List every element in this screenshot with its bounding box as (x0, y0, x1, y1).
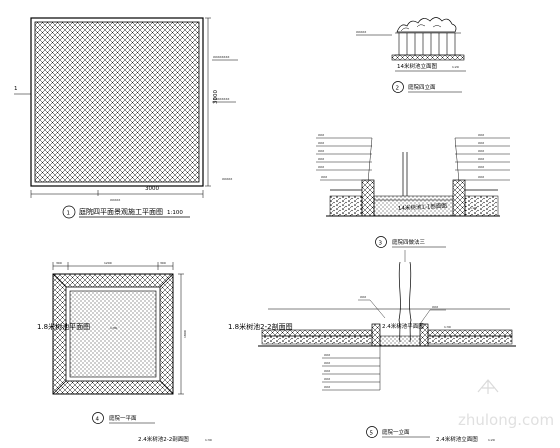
plan-4-dim-top-1: 300 (56, 261, 62, 265)
section-5-bottom-scale: 1:20 (488, 438, 495, 442)
detail-3-right-note-1: XXX (478, 133, 484, 137)
plan-1-dim-right: 3000 (213, 90, 219, 104)
plan-1-number: 1 (67, 211, 71, 217)
detail-3-left-note-3: XXX (318, 149, 324, 153)
elevation-2-title: 庭院四立面 (408, 83, 436, 91)
detail-3-right-note-3: XXX (478, 149, 484, 153)
detail-3-left-note-6: XXX (321, 175, 327, 179)
detail-3-number-circle (375, 236, 387, 248)
plan-4-dim-top-3: 300 (160, 261, 166, 265)
plan-4-bottom-scale: 1:30 (205, 438, 212, 442)
elevation-2-number-circle (392, 81, 404, 93)
plan-4-header: 1.8米树池平面图 (37, 322, 90, 331)
plan-4-header-scale: 1:30 (110, 326, 117, 330)
elevation-2-header-scale: 1:20 (452, 65, 459, 69)
section-5-header-mid: 2.4米树池平面图 (382, 322, 424, 330)
plan-4: 300 1200 300 1800 1.8米树池平面图 1:30 4 庭院一平面… (37, 261, 212, 443)
svg-text:XXX: XXX (360, 295, 366, 299)
plan-1: 1 XXXXXXXX XXXXXXXX 3000 XXXXX 3000 XXXX… (14, 17, 238, 219)
detail-3-right-note-6: XXX (478, 175, 484, 179)
section-5-note-4: XXX (324, 377, 330, 381)
section-5-scale: 1:30 (444, 325, 451, 329)
section-5-note-1: XXX (324, 353, 330, 357)
detail-3-left-note-1: XXX (318, 133, 324, 137)
watermark-logo: zhulong.com (458, 379, 554, 429)
detail-3-right-note-4: XXX (478, 157, 484, 161)
svg-text:XXX: XXX (432, 305, 438, 309)
plan-4-bottom-note: 2.4米树池2-2剖面图 (138, 435, 189, 443)
section-5-title: 庭院一立面 (382, 428, 410, 436)
detail-3: XXX XXX XXX XXX XXX XXX XXX XXX XXX XXX … (316, 133, 510, 248)
detail-3-left-note-2: XXX (318, 141, 324, 145)
plan-1-number-circle (62, 205, 76, 219)
plan-1-note-right: XXXXX (222, 177, 232, 181)
svg-text:1: 1 (14, 86, 18, 92)
svg-text:XXXXXXXX: XXXXXXXX (213, 97, 229, 101)
detail-3-header: 14米树池1-1剖面图 (398, 201, 448, 212)
detail-3-right-note-5: XXX (478, 165, 484, 169)
plan-1-title: 庭院四平面景观施工平面图 (79, 207, 163, 216)
plan-4-dim-top-2: 1200 (104, 261, 112, 265)
section-5-bottom-header: 2.4米树池立面图 (436, 435, 478, 443)
section-5-note-3: XXX (324, 369, 330, 373)
plan-1-dim-bottom: 3000 (145, 186, 159, 192)
section-5-header-left: 1.8米树池2-2剖面图 (228, 322, 293, 331)
svg-text:XXXXXXXX: XXXXXXXX (213, 55, 229, 59)
detail-3-left-note-5: XXX (318, 165, 324, 169)
section-5-note-2: XXX (324, 361, 330, 365)
plan-1-scale: 1:100 (167, 210, 183, 216)
elevation-2-header: 14米树池立面图 (397, 62, 437, 70)
plan-4-number-circle (92, 412, 104, 424)
section-5-number-circle (366, 426, 378, 438)
elevation-2-number: 2 (396, 86, 400, 92)
detail-3-right-note-2: XXX (478, 141, 484, 145)
detail-3-left-note-4: XXX (318, 157, 324, 161)
detail-3-title: 庭院四做法三 (392, 238, 426, 246)
plan-4-dim-side: 1800 (183, 330, 187, 338)
detail-3-header-scale: 1:20 (470, 206, 477, 210)
section-5-number: 5 (370, 431, 374, 437)
elevation-2: XXXXX 14米树池立面图 1:20 2 庭院四立面 (356, 17, 466, 93)
detail-3-number: 3 (379, 241, 383, 247)
section-5: 1.8米树池2-2剖面图 2.4米树池平面图 1:30 XXX XXX XXX … (228, 250, 516, 443)
plan-1-note-bottom: XXXXX (110, 198, 120, 202)
plan-4-title: 庭院一平面 (109, 414, 137, 422)
svg-text:XXXXX: XXXXX (356, 30, 366, 34)
section-5-note-5: XXX (324, 385, 330, 389)
plan-4-number: 4 (96, 417, 100, 423)
watermark-text: zhulong.com (458, 411, 554, 429)
